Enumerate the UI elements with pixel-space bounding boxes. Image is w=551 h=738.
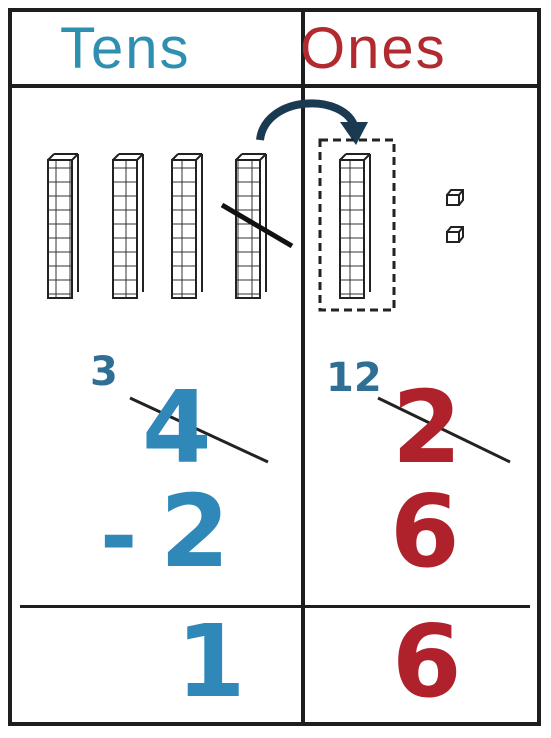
ones-rod <box>340 154 370 298</box>
top-ones-digit: 2 <box>392 378 462 478</box>
result-ones-digit: 6 <box>392 612 462 712</box>
bottom-ones-digit: 6 <box>390 482 460 582</box>
tens-rod <box>48 154 78 298</box>
borrowed-tens: 3 <box>90 352 118 392</box>
bottom-tens-digit: 2 <box>160 482 230 582</box>
tens-rod <box>172 154 202 298</box>
unit-cube <box>447 227 463 242</box>
minus-sign: - <box>100 492 137 582</box>
tens-rod-crossed <box>222 154 292 298</box>
tens-rod <box>113 154 143 298</box>
top-tens-digit: 4 <box>142 378 212 478</box>
result-tens-digit: 1 <box>176 612 246 712</box>
borrowed-ones: 12 <box>326 358 382 398</box>
unit-cube <box>447 190 463 205</box>
